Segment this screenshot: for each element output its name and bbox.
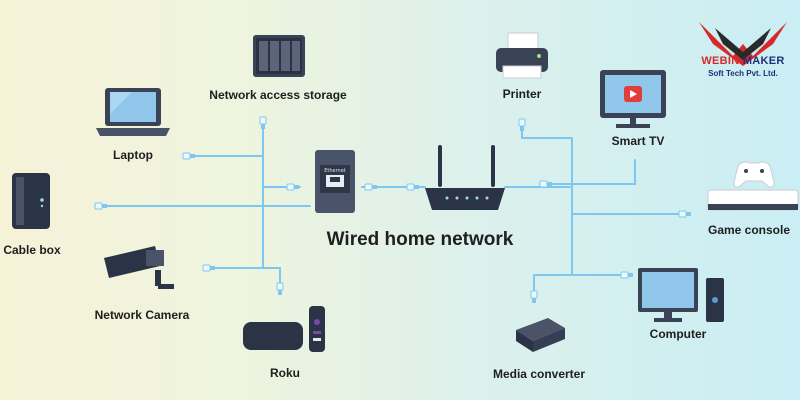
wall-port-label: Ethernet — [324, 168, 346, 174]
diagram-title: Wired home network — [326, 229, 514, 250]
printer-icon — [496, 32, 548, 79]
label-roku: Roku — [270, 366, 300, 380]
label-network-camera: Network Camera — [94, 308, 190, 322]
label-smart-tv: Smart TV — [611, 134, 665, 148]
router-icon — [425, 145, 505, 210]
smart-tv-icon — [600, 70, 666, 128]
ethernet-wall-port-icon: Ethernet — [315, 150, 355, 213]
label-game-console: Game console — [707, 223, 791, 237]
computer-icon — [638, 268, 724, 322]
game-console-icon — [707, 161, 799, 211]
label-laptop: Laptop — [113, 148, 153, 162]
logo-brand-part1: WEBIN — [701, 55, 740, 67]
label-network-access-storage: Network access storage — [209, 88, 347, 102]
webin-maker-logo-icon — [699, 22, 787, 66]
logo-subtitle: Soft Tech Pvt. Ltd. — [708, 69, 778, 78]
logo-brand-part2: MAKER — [739, 55, 785, 67]
label-printer: Printer — [502, 87, 542, 101]
roku-icon — [243, 306, 325, 352]
cable-lines — [94, 117, 681, 301]
logo-brand-text: WEBIN MAKER — [693, 55, 793, 67]
network-camera-icon — [104, 246, 174, 289]
laptop-icon — [96, 88, 170, 136]
media-converter-icon — [516, 318, 565, 352]
label-cable-box: Cable box — [3, 243, 61, 257]
cable-mediaconverter — [533, 274, 573, 301]
cable-printer — [521, 119, 573, 139]
label-media-converter: Media converter — [492, 367, 586, 381]
nas-icon — [253, 35, 305, 77]
cable-smarttv — [539, 159, 636, 185]
label-computer: Computer — [649, 327, 707, 341]
company-logo: WEBIN MAKER Soft Tech Pvt. Ltd. — [693, 14, 793, 84]
cable-box-icon — [12, 173, 50, 229]
